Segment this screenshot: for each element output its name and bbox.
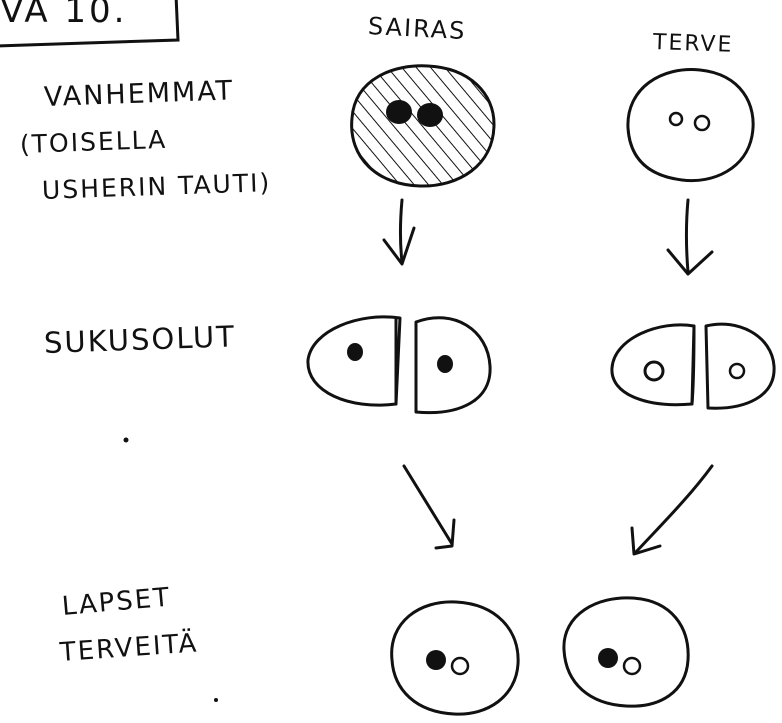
germ-cells-affected xyxy=(306,315,492,415)
germ-cells-healthy xyxy=(610,322,776,410)
allele-healthy xyxy=(693,114,711,132)
stray-mark xyxy=(123,437,129,443)
parent-healthy-cell xyxy=(626,68,755,183)
arrow-healthy-down xyxy=(685,198,690,274)
allele-affected xyxy=(417,103,443,127)
allele-affected xyxy=(598,648,618,668)
allele-healthy xyxy=(728,362,746,380)
allele-healthy xyxy=(622,656,642,676)
allele-healthy xyxy=(668,111,684,127)
parent-affected-cell xyxy=(350,64,496,188)
stray-mark xyxy=(214,698,218,702)
allele-healthy xyxy=(643,360,665,382)
arrow-affected-down xyxy=(399,198,404,264)
figure-label: KUVA 10. xyxy=(0,0,128,31)
allele-affected xyxy=(386,100,412,124)
allele-affected xyxy=(347,343,363,361)
child-1-cell xyxy=(390,600,520,716)
allele-healthy xyxy=(450,656,470,676)
arrow-healthy-to-child xyxy=(634,464,714,554)
arrow-affected-to-child xyxy=(402,464,454,546)
allele-affected xyxy=(426,650,446,670)
allele-affected xyxy=(437,355,453,373)
child-2-cell xyxy=(562,596,690,708)
figure-label-box: KUVA 10. xyxy=(0,0,180,48)
